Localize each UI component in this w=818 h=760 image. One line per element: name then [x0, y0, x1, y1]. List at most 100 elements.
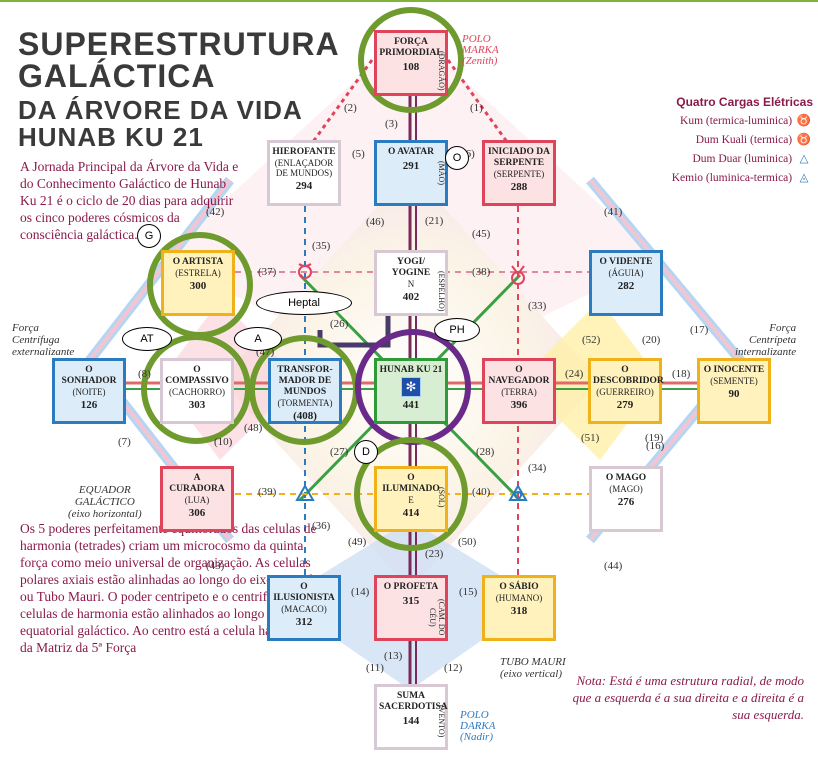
- cell-number: 108: [402, 61, 420, 73]
- path-number: (36): [312, 520, 331, 532]
- cell-name: O Compassivo: [165, 365, 229, 386]
- cell-subtitle: (Enlaçador de Mundos): [274, 158, 334, 178]
- bubble-ph: PH: [434, 318, 480, 342]
- legend-item: Dum Duar (luminica) △: [608, 150, 813, 169]
- highlight-circle-iluminado: [354, 437, 468, 551]
- cell-name: O Descobridor: [593, 365, 664, 386]
- path-number: (10): [214, 436, 233, 448]
- cell-number: 294: [295, 180, 313, 192]
- cell-name: O Profeta: [383, 582, 439, 592]
- kum-icon: ♉: [796, 115, 812, 127]
- cell-number: 276: [617, 496, 635, 508]
- cell-suma: Suma Sacerdotisa(Vento)144: [374, 684, 448, 750]
- cell-hunab: Hunab Ku 21✻441: [374, 358, 448, 424]
- cell-side-label: (Espelho): [437, 271, 446, 312]
- path-number: (8): [138, 368, 151, 380]
- cell-name: Hierofante: [272, 147, 336, 157]
- cell-number: 300: [189, 280, 207, 292]
- tubo-mauri-label: TUBO MAURI (eixo vertical): [500, 656, 566, 680]
- path-number: (5): [352, 148, 365, 160]
- cell-subtitle: (Humano): [495, 593, 543, 603]
- cell-mago: O Mago(Mago) 276: [589, 466, 663, 532]
- cell-hierofante: Hierofante(Enlaçador de Mundos) 294: [267, 140, 341, 206]
- path-number: (14): [351, 586, 370, 598]
- cell-subtitle: (Guerreiro): [596, 387, 654, 397]
- path-number: (45): [472, 228, 491, 240]
- cell-yogi: Yogi/ YogineN(Espelho)402: [374, 250, 448, 316]
- cell-name: O Mago: [605, 473, 647, 483]
- cell-iniciado: Iniciado da Serpente(Serpente)288: [482, 140, 556, 206]
- bubble-a: A: [234, 327, 282, 351]
- cell-number: (408): [293, 410, 317, 422]
- path-number: (18): [672, 368, 691, 380]
- kum-symbol: [298, 263, 312, 279]
- cell-number: 291: [402, 160, 420, 172]
- cell-name: O Avatar: [387, 147, 435, 157]
- path-number: (44): [604, 560, 623, 572]
- highlight-circle-compassivo: [141, 334, 251, 444]
- path-number: (33): [528, 300, 547, 312]
- path-number: (42): [206, 206, 225, 218]
- legend: Quatro Cargas Elétricas Kum (termica-lum…: [608, 95, 813, 188]
- cell-artista: O Artista(Estrela) 300: [161, 250, 235, 316]
- path-number: (7): [118, 436, 131, 448]
- path-number: (23): [425, 548, 444, 560]
- path-number: (15): [459, 586, 478, 598]
- cell-subtitle: (Mago): [609, 484, 643, 494]
- cell-side-label: (Dragão): [437, 51, 446, 91]
- cell-subtitle: (Lua): [184, 495, 210, 505]
- cell-subtitle: (Noite): [72, 387, 106, 397]
- cell-sonhador: O Sonhador(Noite)126: [52, 358, 126, 424]
- path-number: (16): [646, 440, 665, 452]
- cell-side-label: (Mão): [437, 161, 446, 185]
- cell-side-label: (Sol): [437, 487, 446, 508]
- path-number: (20): [642, 334, 661, 346]
- path-number: (51): [581, 432, 600, 444]
- path-number: (11): [366, 662, 384, 674]
- cell-iluminado: O IluminadoE (Sol) 414: [374, 466, 448, 532]
- path-number: (24): [565, 368, 584, 380]
- dum-duar-symbol: [295, 483, 315, 501]
- cell-name: O Ilusionista: [273, 582, 335, 603]
- cell-name: O Iluminado: [382, 473, 440, 494]
- legend-item: Dum Kuali (termica) ♉: [608, 131, 813, 150]
- polo-darka-label: POLO DARKA (Nadir): [460, 709, 496, 743]
- cell-subtitle: E: [408, 495, 414, 505]
- forca-centripeta-label: Força Centrípeta internalizante: [735, 322, 797, 358]
- cell-number: 306: [188, 507, 206, 519]
- cell-inocente: O Inocente(Semente)90: [697, 358, 771, 424]
- cell-name: O Navegador: [488, 365, 550, 386]
- path-number: (28): [476, 446, 495, 458]
- path-number: (48): [244, 422, 263, 434]
- cell-compassivo: O Compassivo(Cachorro)303: [160, 358, 234, 424]
- cell-subtitle: (Águia): [608, 268, 644, 278]
- path-number: (50): [458, 536, 477, 548]
- cell-vidente: O Vidente(Águia) 282: [589, 250, 663, 316]
- cell-subtitle: (Semente): [710, 376, 758, 386]
- equador-label: EQUADOR GALÁCTICO (eixo horizontal): [68, 484, 142, 520]
- hunab-ku-icon: ✻: [401, 377, 421, 397]
- cell-navegador: O Navegador(Terra)396: [482, 358, 556, 424]
- cell-name: Suma Sacerdotisa: [379, 691, 448, 712]
- cell-number: 282: [617, 280, 635, 292]
- path-number: (2): [344, 102, 357, 114]
- path-number: (27): [330, 446, 349, 458]
- note-text: Nota: Está é uma estrutura radial, de mo…: [572, 673, 804, 722]
- cell-name: Yogi/ Yogine: [391, 257, 431, 278]
- path-number: (12): [444, 662, 463, 674]
- dum-kuali-icon: ♉: [796, 134, 812, 146]
- cell-transformador: Transfor-mador de Mundos(Tormenta)(408): [268, 358, 342, 424]
- cell-ilusionista: O Ilusionista(Macaco)312: [267, 575, 341, 641]
- kemio-icon: ◬: [799, 172, 809, 184]
- path-number: (17): [690, 324, 709, 336]
- cell-name: O Artista: [172, 257, 224, 267]
- cell-number: 414: [402, 507, 420, 519]
- path-number: (43): [206, 560, 225, 572]
- path-number: (52): [582, 334, 601, 346]
- cell-number: 90: [728, 388, 740, 400]
- cell-name: O Vidente: [599, 257, 653, 267]
- cell-subtitle: (Estrela): [175, 268, 221, 278]
- path-number: (35): [312, 240, 331, 252]
- path-number: (39): [258, 486, 277, 498]
- cell-name: Iniciado da Serpente: [487, 147, 551, 168]
